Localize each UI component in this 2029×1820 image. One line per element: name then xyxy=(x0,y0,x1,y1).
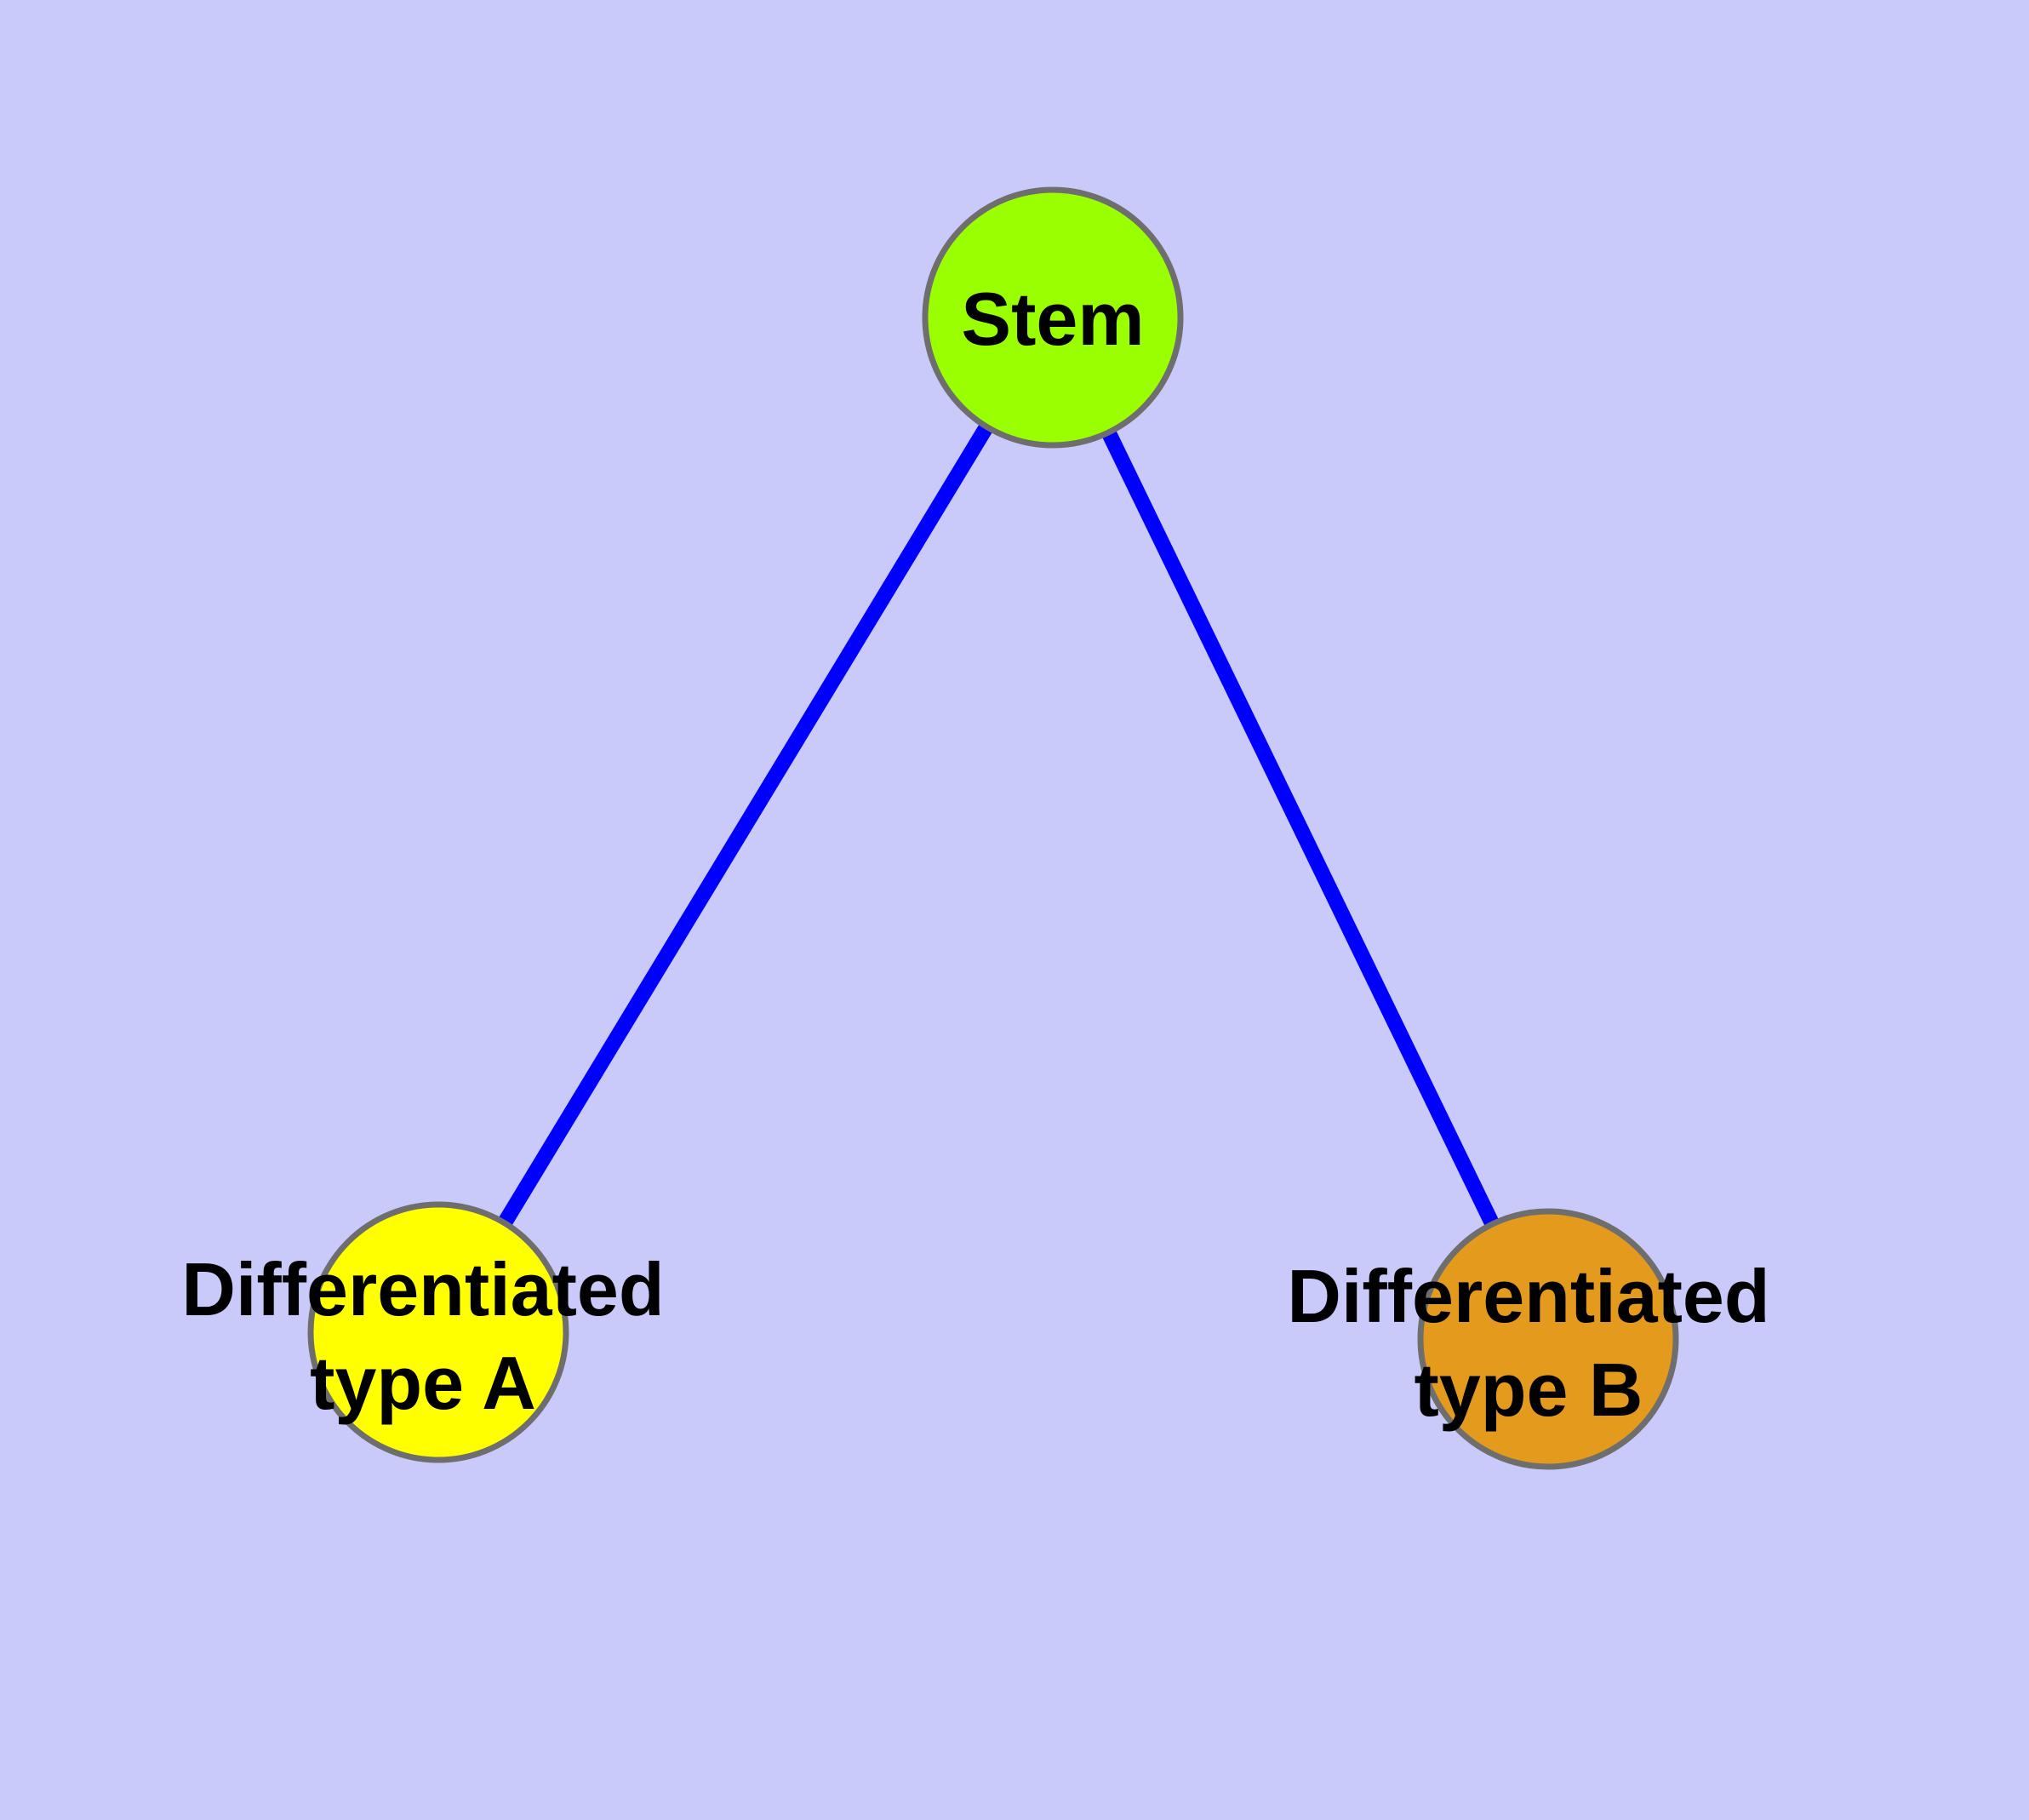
node-stem[interactable] xyxy=(922,186,1184,449)
edge-stem-to-type-b xyxy=(1045,314,1556,1342)
node-differentiated-type-a-label-line2: type A xyxy=(310,1341,536,1425)
node-differentiated-type-a[interactable] xyxy=(307,1201,569,1463)
node-differentiated-type-b-label-line1: Differentiated xyxy=(1287,1254,1769,1338)
node-differentiated-type-b-label-line2: type B xyxy=(1415,1348,1643,1432)
node-differentiated-type-b[interactable] xyxy=(1417,1208,1679,1470)
node-differentiated-type-a-label-line1: Differentiated xyxy=(181,1247,664,1331)
edge-stem-to-type-a xyxy=(432,313,1060,1336)
node-stem-label: Stem xyxy=(961,277,1144,361)
